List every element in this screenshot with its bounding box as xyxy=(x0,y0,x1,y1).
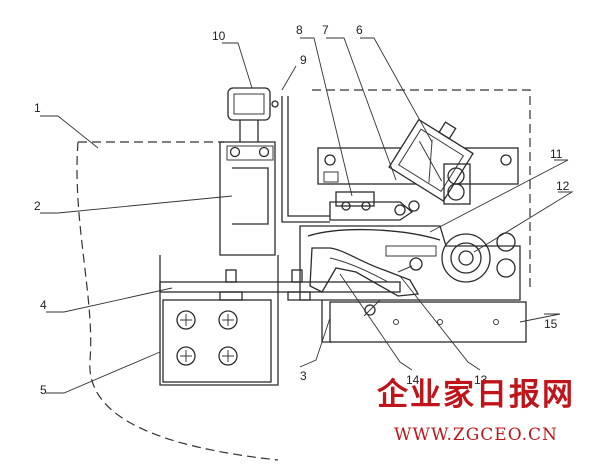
part-2-screw-right xyxy=(258,146,270,158)
leader-lines xyxy=(40,37,574,394)
watermark-url: WWW.ZGCEO.CN xyxy=(394,425,558,445)
part-2-screw-plate xyxy=(226,145,274,161)
part-2-bracket xyxy=(219,141,276,256)
part-13-spring xyxy=(397,265,413,273)
part-5-screws xyxy=(176,310,238,366)
part-6-solenoid xyxy=(388,118,474,202)
callout-10: 10 xyxy=(212,29,226,43)
callout-1: 1 xyxy=(34,101,41,115)
callout-5: 5 xyxy=(40,383,47,397)
callout-6: 6 xyxy=(356,23,363,37)
part-10-switch xyxy=(227,87,271,121)
callout-14: 14 xyxy=(406,373,420,387)
part-8-block xyxy=(335,191,375,207)
part-10-switch-inner xyxy=(233,93,265,115)
part-12-side-roller-a xyxy=(496,232,516,252)
part-2-bracket-inner xyxy=(232,167,269,225)
callout-2: 2 xyxy=(34,199,41,213)
part-12-wheel-mid xyxy=(450,242,482,274)
part-upper-block-slot xyxy=(323,171,339,183)
part-13-pin xyxy=(409,257,423,271)
callout-12: 12 xyxy=(556,179,570,193)
part-1-housing-outline xyxy=(76,141,279,461)
part-frame-dashed xyxy=(312,89,531,292)
part-4-bar xyxy=(159,281,401,293)
part-11-plate-rail xyxy=(385,245,437,257)
part-11-arm xyxy=(307,228,441,241)
callout-9: 9 xyxy=(300,53,307,67)
part-12-wheel-hub xyxy=(458,250,474,266)
part-5-plate xyxy=(162,299,272,383)
part-13-latch xyxy=(309,247,420,297)
part-upper-block-hole-a xyxy=(324,154,336,166)
part-6-coil-terminals xyxy=(443,163,471,205)
part-10-switch-neck xyxy=(239,120,259,142)
part-13-latch-slot xyxy=(329,257,389,283)
part-12-side-roller-b xyxy=(496,258,516,278)
part-upper-block-hole-b xyxy=(500,154,512,166)
part-15-holes xyxy=(393,319,499,325)
callout-3: 3 xyxy=(300,369,307,383)
callout-7: 7 xyxy=(322,23,329,37)
callout-11: 11 xyxy=(550,147,563,161)
callout-4: 4 xyxy=(40,298,47,312)
part-8-bolts xyxy=(341,200,420,216)
part-7-lever xyxy=(329,201,414,221)
part-15-base-plate xyxy=(329,301,527,343)
part-base-frame xyxy=(159,255,279,386)
part-12-wheel-outer xyxy=(441,233,491,283)
callout-13: 13 xyxy=(474,373,488,387)
part-9-rod xyxy=(281,96,330,223)
part-2-screw-left xyxy=(229,146,241,158)
part-10-switch-pin xyxy=(271,100,279,108)
watermark-site-name: 企业家日报网 xyxy=(377,377,575,413)
callout-8: 8 xyxy=(296,23,303,37)
part-11-plate xyxy=(299,225,521,301)
callout-15: 15 xyxy=(544,317,558,331)
part-4-bar-studs xyxy=(219,269,311,301)
